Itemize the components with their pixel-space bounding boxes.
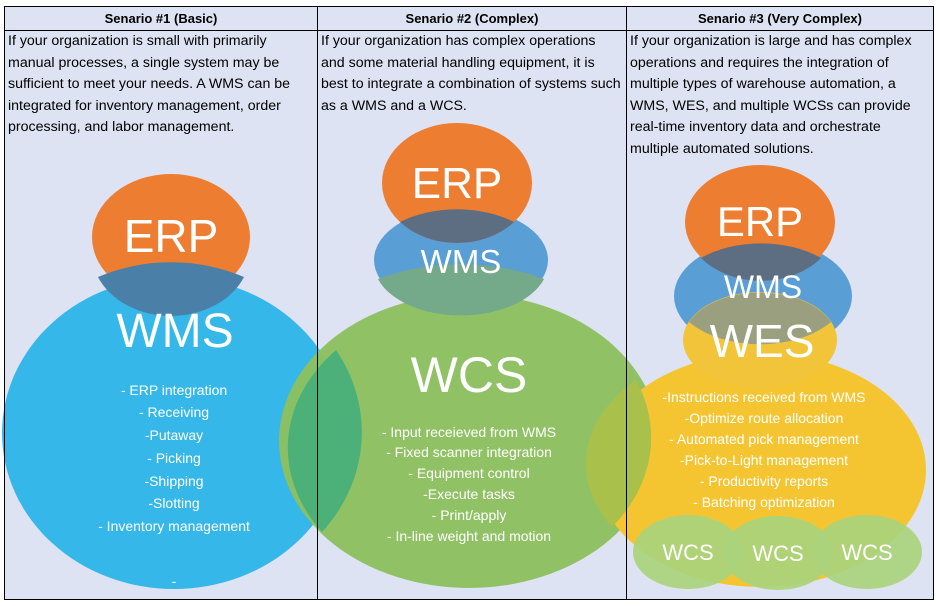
scenario-3-description: If your organization is large and has co… [630,33,912,157]
s2-feature-3: - Equipment control [408,465,529,481]
s1-feature-7: - Inventory management [98,518,250,534]
s2-overlap-wms-wcs-inner [378,264,544,316]
s3-feature-1: -Instructions received from WMS [662,389,865,405]
s2-erp-label: ERP [412,159,502,208]
column-divider-2 [626,6,627,600]
table-right-border [933,6,934,600]
s2-erp-circle [382,123,532,243]
s3-wcs-label-1: WCS [662,540,713,565]
table-bottom-border [4,599,934,600]
s1-feature-6: -Slotting [148,495,199,511]
s3-wes-label: WES [710,315,815,367]
s3-wcs-circle-3 [812,515,922,589]
s3-wcs-group: WCS WCS WCS [633,515,922,590]
scenario-2-description: If your organization has complex operati… [321,33,621,114]
header-divider [4,30,934,31]
s2-feature-5: - Print/apply [432,507,507,523]
s1-feature-4: - Picking [147,450,201,466]
s3-overlap-wms-wes [689,292,831,345]
s1-overlap-erp-wms [98,262,244,316]
s3-feature-4: -Pick-to-Light management [680,452,848,468]
s3-feature-list: -Instructions received from WMS -Optimiz… [662,389,865,510]
table-left-border [4,6,5,600]
s3-wcs-label-2: WCS [752,541,803,566]
scenario-1-description: If your organization is small with prima… [8,33,291,136]
s3-feature-6: - Batching optimization [693,494,835,510]
s3-wcs-circle-1 [633,515,743,589]
s1-feature-5: -Shipping [144,473,203,489]
s2-wms-label: WMS [421,243,502,280]
table-top-border [4,6,934,7]
s3-wms-label: WMS [724,269,802,305]
s2-overlap-erp-wms [400,209,514,244]
s2-wcs-label: WCS [411,347,528,403]
s3-wcs-circle-2 [723,516,833,590]
s2-feature-6: - In-line weight and motion [387,528,551,544]
column-divider-1 [317,6,318,600]
scenario-2-header: Senario #2 (Complex) [405,11,539,26]
s3-feature-5: - Productivity reports [700,473,828,489]
s1-feature-8: - [172,573,177,589]
s2-overlap-wms-wcs [287,350,362,532]
s2-feature-1: - Input receieved from WMS [382,424,556,440]
s2-feature-4: -Execute tasks [423,486,515,502]
s3-overlap-wcs-wes [585,380,652,527]
s1-erp-label: ERP [124,210,219,262]
scenario-1-header: Senario #1 (Basic) [104,11,218,26]
s1-feature-1: - ERP integration [121,382,227,398]
s1-feature-list: - ERP integration - Receiving -Putaway -… [98,382,250,589]
s3-overlap-erp-wms [701,243,821,281]
s1-wms-circle [2,277,346,589]
s1-feature-3: -Putaway [145,427,203,443]
s2-wcs-circle [279,294,659,588]
s2-feature-2: - Fixed scanner integration [386,444,552,460]
s1-wms-label: WMS [116,305,233,358]
scenario-3-header: Senario #3 (Very Complex) [697,11,862,26]
s3-feature-2: -Optimize route allocation [685,410,844,426]
s2-feature-list: - Input receieved from WMS - Fixed scann… [382,424,556,544]
s3-wcs-label-3: WCS [841,540,892,565]
s1-feature-2: - Receiving [139,404,209,420]
s3-erp-label: ERP [717,198,803,245]
s3-feature-3: - Automated pick management [669,431,859,447]
